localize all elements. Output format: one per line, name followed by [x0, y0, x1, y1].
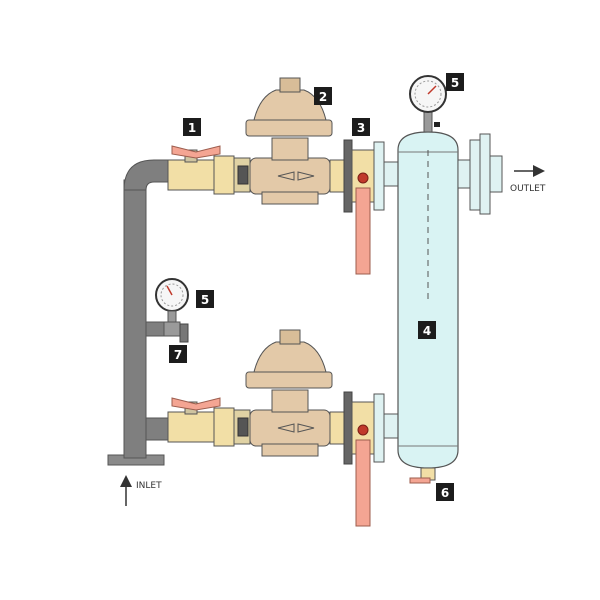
gate-valve-upper: [329, 139, 385, 275]
inlet-label: INLET: [136, 481, 162, 491]
badge-5-mid-text: 5: [201, 293, 209, 307]
badge-4: 4: [418, 321, 436, 339]
ball-valve-lower: [167, 397, 221, 443]
drain-valve: [409, 467, 436, 484]
pressure-gauge-top: [409, 75, 447, 133]
badge-2: 2: [314, 87, 332, 105]
outlet-label: OUTLET: [510, 184, 546, 194]
butterfly-handle-icon[interactable]: [171, 145, 221, 159]
inlet-indicator: INLET: [120, 475, 162, 506]
badge-3-text: 3: [357, 121, 365, 135]
gate-valve-handle-icon[interactable]: [355, 187, 371, 275]
flow-arrow-icon: [277, 171, 315, 181]
badge-6: 6: [436, 483, 454, 501]
flow-arrow-icon: [277, 423, 315, 433]
gauge-needle-icon: [166, 285, 173, 296]
badge-3: 3: [352, 118, 370, 136]
badge-7: 7: [169, 345, 187, 363]
badge-5-mid: 5: [196, 290, 214, 308]
drain-handle-icon[interactable]: [409, 477, 431, 484]
lower-line: [167, 329, 385, 527]
outlet-indicator: OUTLET: [510, 165, 546, 194]
badge-1: 1: [183, 118, 201, 136]
butterfly-handle-icon[interactable]: [171, 397, 221, 411]
upper-line: [167, 77, 385, 275]
badge-6-text: 6: [441, 486, 449, 500]
pressure-gauge-inlet: [155, 278, 189, 343]
badge-2-text: 2: [319, 90, 327, 104]
badge-7-text: 7: [174, 348, 182, 362]
gate-valve-handle-icon[interactable]: [355, 439, 371, 527]
gate-valve-lower: [329, 391, 385, 527]
badge-4-text: 4: [423, 324, 431, 338]
inlet-pipe: [107, 159, 171, 466]
badge-5-top-text: 5: [451, 76, 459, 90]
pressure-regulator-upper: [245, 77, 333, 205]
ball-valve-upper: [167, 145, 221, 191]
gauge-needle-icon: [427, 85, 437, 95]
pressure-regulator-lower: [245, 329, 333, 457]
gauge-tap-icon[interactable]: [179, 323, 189, 343]
buffer-tank: [383, 75, 503, 484]
badge-1-text: 1: [188, 121, 196, 135]
badge-5-top: 5: [446, 73, 464, 91]
